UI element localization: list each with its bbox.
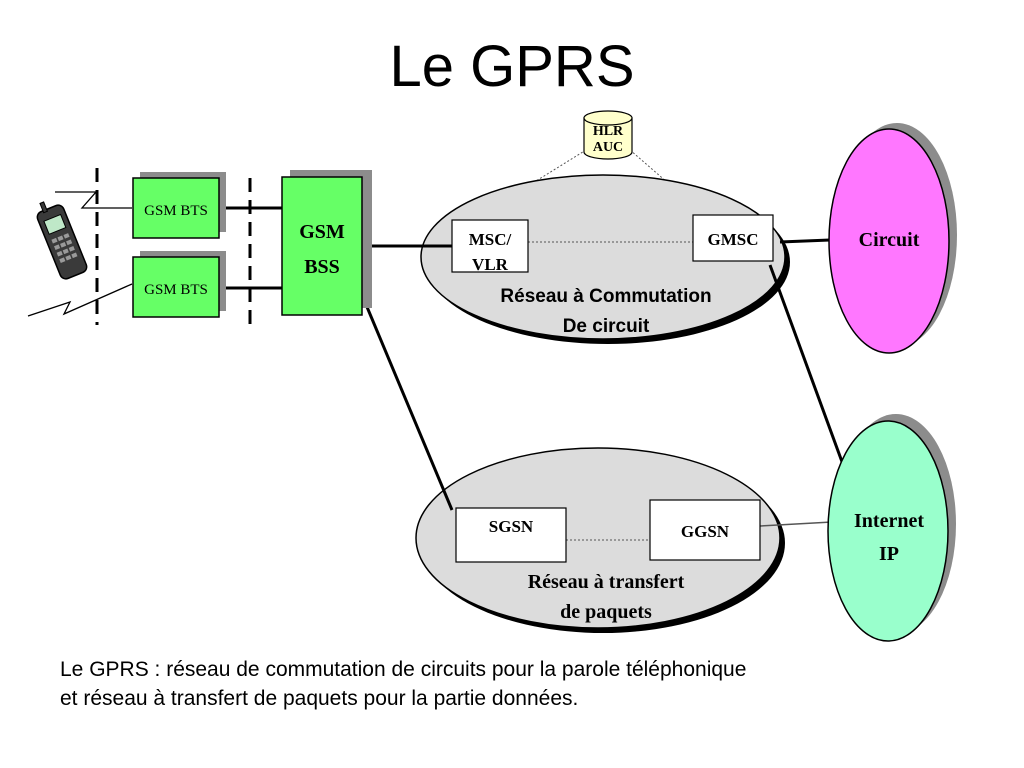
database-cylinder-icon: HLR AUC	[583, 110, 633, 160]
circuit-network-label-line1: Réseau à Commutation	[500, 286, 711, 307]
bss-label-line1: GSM	[299, 221, 345, 243]
msc-vlr-node: MSC/ VLR	[451, 219, 529, 274]
radio-signal-icon	[27, 191, 133, 317]
msc-label-line1: MSC/	[469, 230, 512, 249]
internet-label-line1: Internet	[854, 510, 924, 532]
gsm-bss: GSM BSS	[281, 170, 372, 316]
circuit-label: Circuit	[859, 229, 920, 251]
internet-label-line2: IP	[879, 543, 899, 565]
core-dotted-links	[528, 241, 693, 541]
caption-line1: Le GPRS : réseau de commutation de circu…	[60, 658, 747, 681]
gmsc-label: GMSC	[708, 230, 759, 249]
gsm-bts-1: GSM BTS	[132, 172, 226, 239]
circuit-network-cloud: Circuit	[828, 123, 957, 354]
bts-1-label: GSM BTS	[144, 203, 208, 219]
ggsn-internet-link	[759, 521, 833, 527]
circuit-network-label-line2: De circuit	[563, 316, 650, 337]
ggsn-node: GGSN	[649, 499, 761, 561]
auc-label: AUC	[593, 140, 623, 155]
internet-ip-cloud: Internet IP	[827, 414, 956, 642]
ggsn-label: GGSN	[681, 522, 730, 541]
connections	[218, 206, 847, 511]
mobile-phone-icon	[36, 201, 88, 280]
packet-switched-network	[415, 447, 785, 633]
gmsc-node: GMSC	[692, 214, 774, 262]
slide-title: Le GPRS	[389, 34, 635, 99]
msc-label-line2: VLR	[472, 255, 509, 274]
slide-caption: Le GPRS : réseau de commutation de circu…	[60, 655, 960, 713]
bss-label-line2: BSS	[304, 256, 340, 278]
caption-line2: et réseau à transfert de paquets pour la…	[60, 687, 579, 710]
gsm-bts-2: GSM BTS	[132, 251, 226, 318]
sgsn-label: SGSN	[489, 517, 534, 536]
packet-network-label-line2: de paquets	[560, 601, 652, 623]
sgsn-node: SGSN	[455, 507, 567, 563]
bts-2-label: GSM BTS	[144, 282, 208, 298]
hlr-label: HLR	[593, 124, 624, 139]
packet-network-label-line1: Réseau à transfert	[528, 571, 685, 593]
